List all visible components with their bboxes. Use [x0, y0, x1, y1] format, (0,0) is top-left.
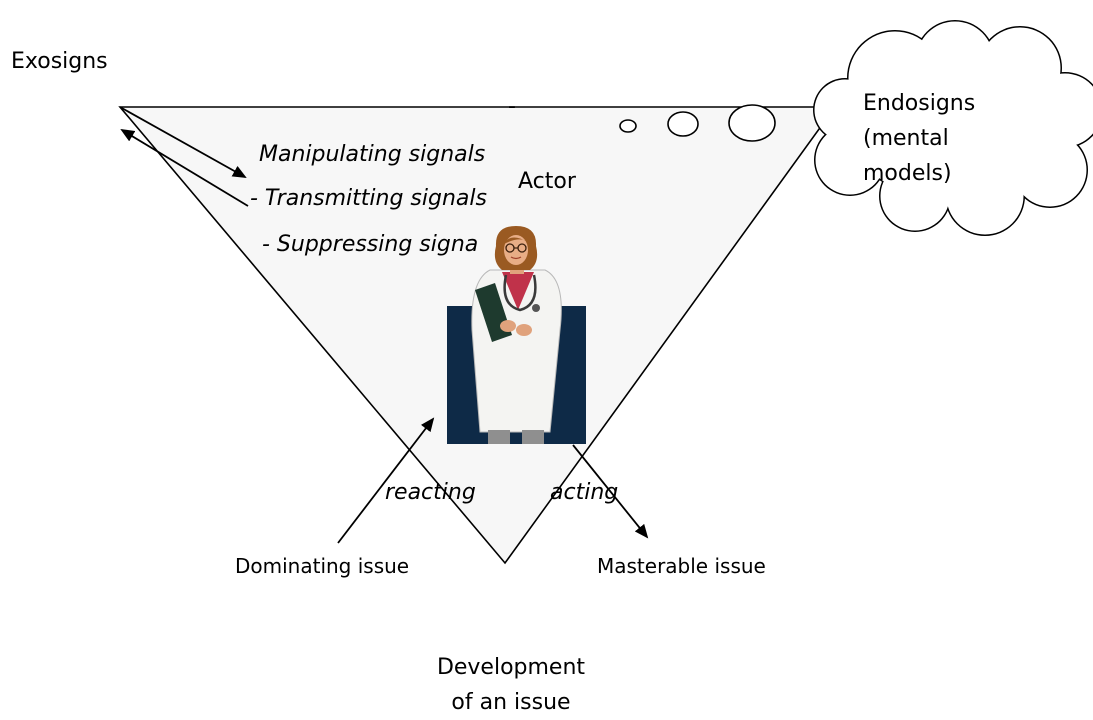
reacting-arrow [337, 417, 435, 544]
masterable-issue-label: Masterable issue [597, 554, 766, 578]
reacting-label: reacting [385, 480, 476, 505]
development-line-2: of an issue [451, 690, 571, 715]
doctor-icon [447, 226, 586, 444]
manipulating-arrow [119, 106, 247, 178]
endosigns-line-1: Endosigns [863, 91, 976, 116]
endosigns-label: Endosigns (mental models) [863, 86, 975, 191]
thought-cloud-icon [813, 20, 1093, 236]
exosigns-label: Exosigns [11, 49, 108, 74]
acting-label: acting [550, 480, 619, 505]
top-dash: - [508, 94, 516, 119]
thought-bubble-small [619, 119, 637, 133]
acting-arrow [572, 444, 649, 539]
actor-label: Actor [518, 169, 576, 194]
transmitting-arrow [120, 128, 249, 207]
thought-bubble-large [728, 104, 776, 142]
dominating-issue-label: Dominating issue [235, 554, 410, 578]
development-caption: Development of an issue [408, 650, 614, 720]
transmitting-signals-label: - Transmitting signals [250, 186, 487, 211]
suppressing-signals-label: - Suppressing signa [262, 232, 479, 257]
endosigns-line-3: models) [863, 161, 952, 186]
thought-bubble-medium [667, 111, 699, 137]
manipulating-signals-label: Manipulating signals [259, 142, 486, 167]
endosigns-line-2: (mental [863, 126, 949, 151]
development-line-1: Development [436, 655, 586, 680]
